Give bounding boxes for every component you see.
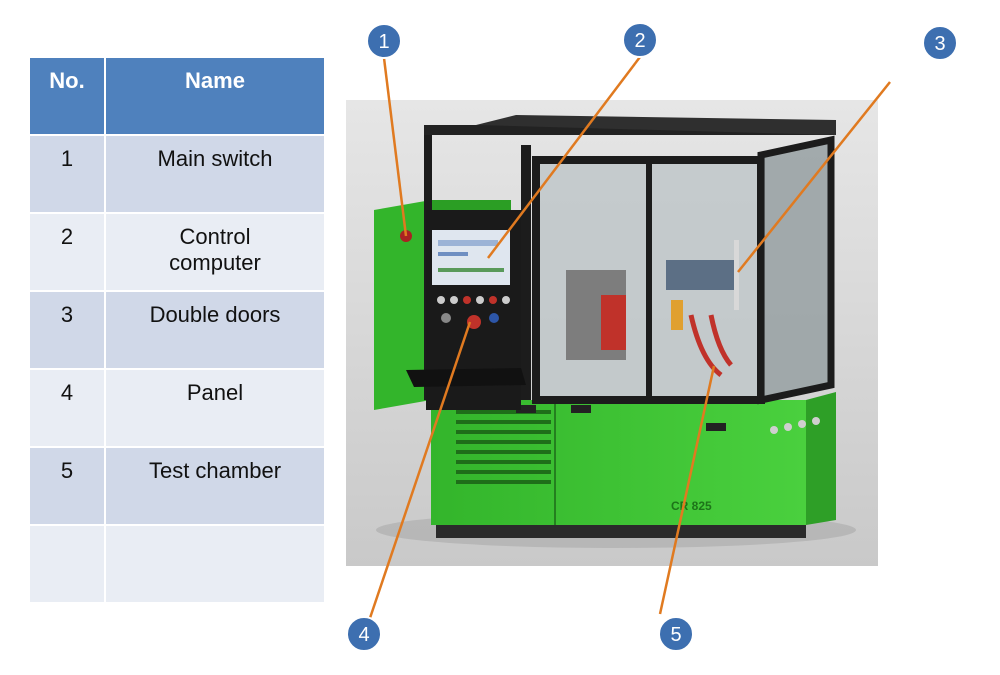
- model-label: CR 825: [671, 499, 712, 513]
- legend-row-no: 2: [30, 212, 106, 290]
- keyboard-tray: [406, 368, 526, 387]
- callout-2: 2: [622, 22, 658, 58]
- legend-row-no: [30, 524, 106, 602]
- legend-row-name: Double doors: [106, 290, 324, 368]
- callout-3-number: 3: [934, 33, 945, 55]
- legend-header-row: No. Name: [30, 58, 324, 134]
- legend-row-name: [106, 524, 324, 602]
- legend-row-no: 1: [30, 134, 106, 212]
- machine-illustration: CR 825: [346, 100, 878, 566]
- legend-row: [30, 524, 324, 602]
- callout-1: 1: [366, 23, 402, 59]
- legend-row-no: 4: [30, 368, 106, 446]
- callout-3: 3: [922, 25, 958, 61]
- legend-row-no: 3: [30, 290, 106, 368]
- legend-row: 4 Panel: [30, 368, 324, 446]
- legend-header-name: Name: [106, 58, 324, 134]
- control-computer-screen: [432, 230, 510, 285]
- legend-table: No. Name 1 Main switch 2 Control compute…: [30, 58, 324, 602]
- callout-4: 4: [346, 616, 382, 652]
- legend-row: 2 Control computer: [30, 212, 324, 290]
- main-switch: [400, 230, 412, 242]
- legend-row-name: Panel: [106, 368, 324, 446]
- legend-row-no: 5: [30, 446, 106, 524]
- vent-grille: [456, 410, 551, 484]
- callout-5-number: 5: [670, 624, 681, 646]
- callout-4-number: 4: [358, 624, 369, 646]
- legend-row: 1 Main switch: [30, 134, 324, 212]
- legend-row-name: Test chamber: [106, 446, 324, 524]
- legend-header-no: No.: [30, 58, 106, 134]
- callout-5: 5: [658, 616, 694, 652]
- legend-row: 5 Test chamber: [30, 446, 324, 524]
- legend-row-name: Main switch: [106, 134, 324, 212]
- double-doors: [646, 160, 652, 400]
- legend-row-name: Control computer: [106, 212, 324, 290]
- legend-row: 3 Double doors: [30, 290, 324, 368]
- callout-2-number: 2: [634, 30, 645, 52]
- panel: [437, 296, 510, 329]
- callout-1-number: 1: [378, 31, 389, 53]
